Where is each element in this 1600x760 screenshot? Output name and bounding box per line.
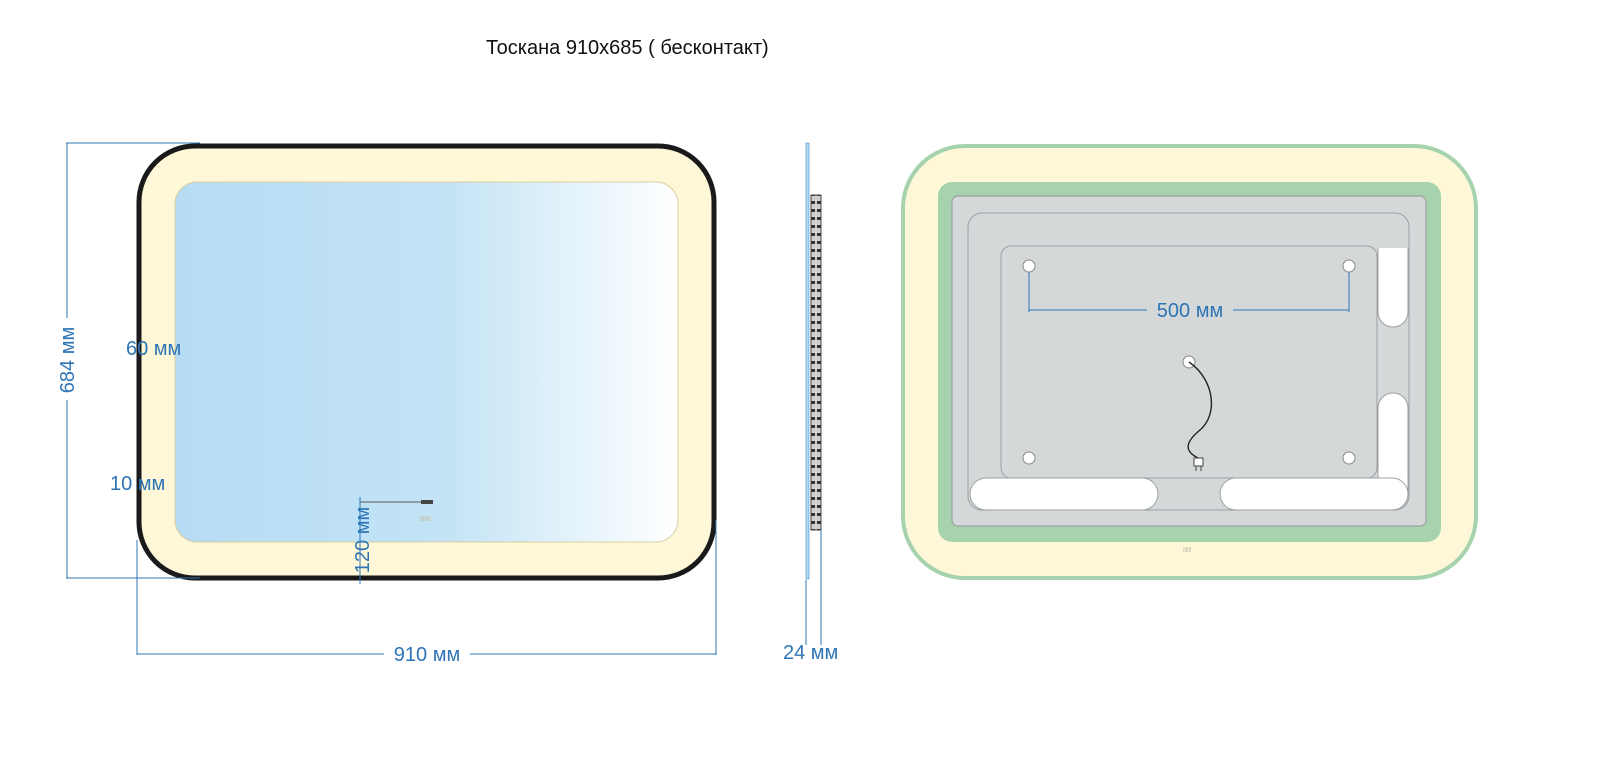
power-cable [1187, 361, 1213, 459]
back-label-mark: ▯▯▯ [1183, 547, 1192, 553]
height-label: 684 мм [57, 327, 79, 393]
depth-label: 24 мм [783, 642, 838, 664]
border-label: 60 мм [126, 338, 181, 360]
front-mirror-glass [174, 181, 679, 543]
slot-right-upper [1377, 248, 1409, 328]
slot-bottom-right [1219, 477, 1409, 511]
side-view: 24 мм [783, 142, 838, 664]
inner-gap-label: 10 мм [110, 473, 165, 495]
slot-bottom-left [969, 477, 1159, 511]
mount-hole-bottom-right [1342, 451, 1356, 465]
page-title: Тоскана 910х685 ( бесконтакт) [486, 37, 769, 59]
side-glass [805, 142, 810, 580]
width-label: 910 мм [394, 644, 460, 666]
mount-hole-bottom-left [1022, 451, 1036, 465]
sensor-marker [421, 500, 433, 504]
back-view: 500 мм ▯▯▯ [901, 144, 1478, 580]
mount-hole-top-left [1022, 259, 1036, 273]
front-view: ▯▯▯▯ 684 мм 910 мм 60 мм 10 мм 120 мм [56, 142, 717, 666]
side-led-strip [810, 194, 822, 531]
plug-icon [1193, 457, 1204, 471]
sensor-offset-label: 120 мм [352, 507, 374, 573]
mount-hole-top-right [1342, 259, 1356, 273]
back-panel-inner [967, 212, 1410, 511]
sensor-logo: ▯▯▯▯ [420, 516, 431, 522]
back-mount-plate [1000, 245, 1378, 479]
mount-spacing-label: 500 мм [1157, 300, 1223, 322]
